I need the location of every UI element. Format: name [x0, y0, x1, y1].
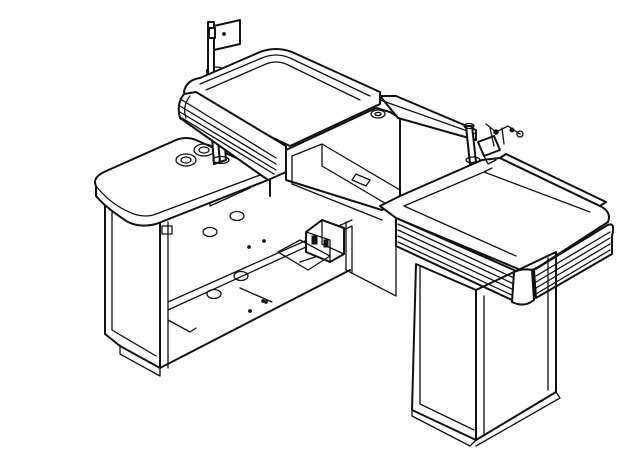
- mount-box: [277, 219, 345, 271]
- right-cabinet: [411, 251, 561, 447]
- right-pole-bracket: [463, 122, 524, 165]
- scanner-bay: [285, 107, 401, 221]
- back-counter-section: [177, 48, 477, 221]
- right-countertop: [379, 153, 615, 306]
- inner-corner-panel: [261, 221, 397, 303]
